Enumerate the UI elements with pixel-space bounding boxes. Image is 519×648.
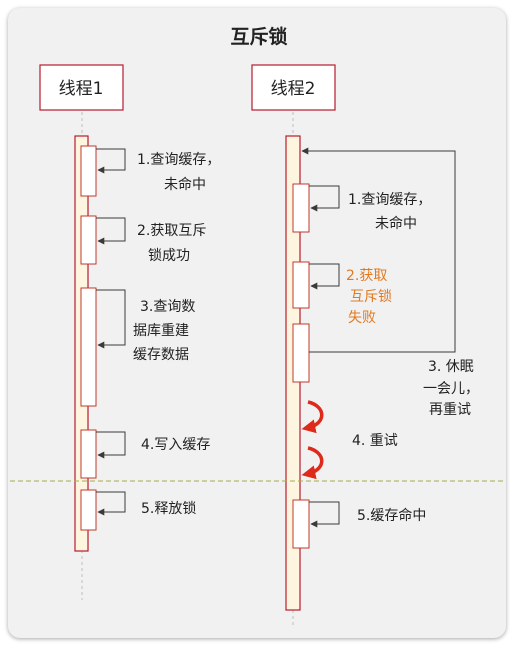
thread2-step-5: 5.缓存命中 [292, 499, 426, 549]
svg-text:失败: 失败 [348, 310, 376, 326]
retry-arrow-icon [301, 446, 324, 480]
thread2-step-2: 2.获取 互斥锁 失败 [292, 261, 392, 326]
svg-text:缓存数据: 缓存数据 [133, 347, 189, 363]
svg-text:1.查询缓存，: 1.查询缓存， [348, 192, 431, 208]
thread1-label: 线程1 [59, 79, 104, 99]
thread2-label: 线程2 [271, 79, 316, 99]
thread1-step-4: 4.写入缓存 [80, 429, 210, 479]
svg-text:4.写入缓存: 4.写入缓存 [141, 437, 210, 453]
svg-text:5.缓存命中: 5.缓存命中 [357, 507, 426, 524]
thread1-step-1: 1.查询缓存， 未命中 [80, 145, 220, 197]
thread2-step-3: 3. 休眠 一会儿， 再重试 [292, 147, 479, 418]
svg-text:一会儿，: 一会儿， [423, 381, 479, 397]
svg-text:4. 重试: 4. 重试 [352, 433, 398, 449]
svg-text:2.获取互斥: 2.获取互斥 [137, 223, 206, 239]
svg-text:3.查询数: 3.查询数 [140, 299, 195, 315]
thread2-step-4: 4. 重试 [301, 400, 398, 480]
diagram-title: 互斥锁 [230, 25, 287, 48]
retry-arrow-icon [301, 400, 324, 434]
thread2-step-1: 1.查询缓存， 未命中 [292, 183, 431, 233]
svg-text:未命中: 未命中 [375, 215, 417, 232]
svg-text:再重试: 再重试 [429, 402, 471, 418]
thread1-step-3: 3.查询数 据库重建 缓存数据 [80, 287, 195, 407]
thread1-step-2: 2.获取互斥 锁成功 [80, 215, 206, 265]
svg-text:3. 休眠: 3. 休眠 [428, 359, 474, 375]
svg-text:5.释放锁: 5.释放锁 [141, 501, 196, 517]
svg-text:2.获取: 2.获取 [346, 268, 387, 284]
svg-text:互斥锁: 互斥锁 [350, 289, 392, 305]
svg-text:据库重建: 据库重建 [133, 323, 189, 339]
svg-text:1.查询缓存，: 1.查询缓存， [137, 152, 220, 168]
svg-text:锁成功: 锁成功 [148, 248, 190, 264]
svg-text:未命中: 未命中 [164, 176, 206, 193]
thread1-header [39, 64, 124, 111]
thread1-step-5: 5.释放锁 [80, 489, 196, 531]
thread2-header [251, 64, 336, 111]
